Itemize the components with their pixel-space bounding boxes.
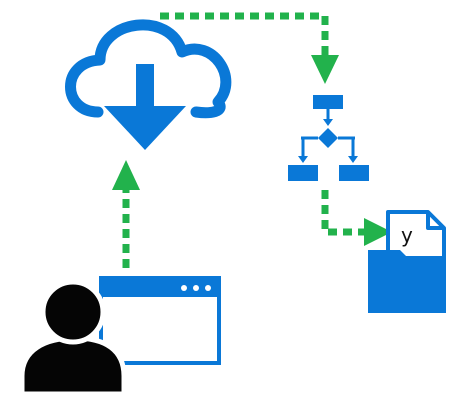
connector-flowchart-to-folder: [321, 190, 392, 246]
download-arrowhead-icon: [104, 106, 186, 150]
browser-dot-icon: [181, 285, 187, 291]
browser-dot-icon: [205, 285, 211, 291]
connector-browser-to-cloud: [112, 160, 140, 268]
connector-cloud-to-flowchart: [160, 12, 339, 84]
arrowhead-down-icon: [311, 55, 339, 84]
flowchart-right-box: [339, 165, 369, 181]
user-silhouette-icon: [19, 279, 127, 397]
flowchart-top-box: [313, 95, 343, 109]
browser-dot-icon: [193, 285, 199, 291]
flowchart-left-box: [288, 165, 318, 181]
cloud-download-icon: [65, 19, 232, 150]
flowchart-icon: [288, 95, 369, 181]
browser-content-area: [103, 297, 217, 361]
arrowhead-right-icon: [364, 218, 392, 246]
browser-window-icon: [99, 276, 221, 365]
user-body: [19, 335, 127, 397]
flowchart-decision-diamond: [318, 128, 338, 148]
folder-body: [368, 250, 446, 313]
download-arrow-shaft: [136, 64, 154, 108]
user-head: [40, 279, 106, 345]
arrowhead-up-icon: [112, 160, 140, 190]
folder-document-icon: y: [368, 210, 446, 313]
document-letter: y: [401, 223, 413, 247]
